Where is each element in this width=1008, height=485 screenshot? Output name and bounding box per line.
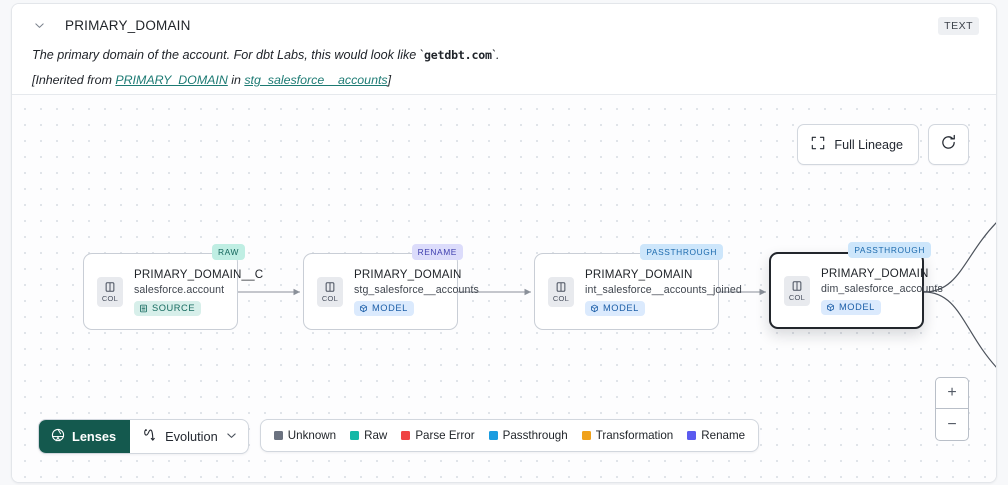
model-icon (591, 304, 598, 312)
inherited-suffix: ] (387, 73, 392, 87)
column-icon: COL (97, 276, 123, 307)
legend-swatch (687, 431, 697, 440)
legend-label: Raw (364, 429, 388, 442)
legend-swatch (350, 431, 360, 440)
column-chip-label: COL (101, 293, 119, 303)
inherited-from-note: [Inherited from PRIMARY_DOMAIN in stg_sa… (30, 72, 978, 88)
page-title: PRIMARY_DOMAIN (65, 17, 191, 33)
column-description: The primary domain of the account. For d… (30, 47, 978, 64)
lens-controls-group: Lenses Evolution (38, 419, 249, 454)
node-table-name: stg_salesforce__accounts (354, 283, 479, 296)
legend-label: Parse Error (415, 429, 475, 442)
node-column-name: PRIMARY_DOMAIN (585, 267, 693, 281)
legend-swatch (273, 431, 283, 440)
refresh-icon (940, 134, 957, 156)
legend-item: Parse Error (401, 429, 475, 442)
evolution-label: Evolution (165, 429, 218, 444)
lens-aperture-icon (51, 428, 65, 445)
node-body: PRIMARY_DOMAIN stg_salesforce__accounts … (354, 268, 491, 316)
header-title-row: PRIMARY_DOMAIN (30, 14, 978, 36)
node-kind-badge: MODEL (585, 300, 645, 316)
lineage-canvas[interactable]: RAW COL PRIMARY_DOMAIN__C salesforce.acc… (12, 94, 996, 482)
inherited-column-link[interactable]: PRIMARY_DOMAIN (115, 73, 228, 87)
node-tag: RENAME (411, 244, 463, 260)
node-kind-label: MODEL (839, 302, 875, 312)
legend-swatch (581, 431, 591, 440)
lineage-node[interactable]: RENAME COL PRIMARY_DOMAIN stg_salesforce… (303, 244, 479, 330)
inherited-prefix: [Inherited from (32, 73, 116, 87)
inherited-model-link[interactable]: stg_salesforce__accounts (244, 73, 388, 87)
legend-item: Raw (350, 429, 387, 442)
chevron-down-icon[interactable] (30, 16, 48, 34)
lineage-legend: Unknown Raw Parse Error Passthrough Tran… (259, 419, 760, 452)
node-body: PRIMARY_DOMAIN__C salesforce.account SOU… (134, 268, 275, 316)
column-chip-label: COL (321, 293, 339, 303)
description-code: getdbt.com (424, 48, 492, 62)
column-detail-panel: PRIMARY_DOMAIN TEXT The primary domain o… (11, 3, 997, 483)
legend-item: Passthrough (488, 429, 568, 442)
column-chip-label: COL (552, 293, 570, 303)
node-tag: RAW (211, 244, 245, 260)
node-tag: PASSTHROUGH (848, 242, 931, 258)
legend-swatch (401, 431, 411, 440)
legend-item: Unknown (273, 429, 337, 442)
zoom-controls: + − (935, 377, 969, 441)
node-kind-label: MODEL (603, 303, 639, 313)
status-badge: TEXT (938, 17, 979, 35)
full-lineage-button[interactable]: Full Lineage (797, 124, 919, 165)
node-kind-badge: MODEL (354, 300, 414, 316)
refresh-button[interactable] (928, 124, 969, 165)
node-column-name: PRIMARY_DOMAIN (821, 266, 929, 280)
description-text-pre: The primary domain of the account. For d… (32, 48, 424, 62)
legend-item: Transformation (581, 429, 674, 442)
lenses-label: Lenses (72, 429, 117, 444)
legend-label: Transformation (595, 429, 674, 442)
lenses-button[interactable]: Lenses (39, 420, 131, 453)
source-icon (140, 304, 147, 312)
column-chip-label: COL (788, 292, 806, 302)
model-icon (827, 303, 834, 311)
node-table-name: salesforce.account (134, 283, 225, 296)
bottom-toolbar: Lenses Evolution Unknown Raw (38, 419, 760, 454)
legend-label: Passthrough (502, 429, 568, 442)
lineage-node[interactable]: PASSTHROUGH COL PRIMARY_DOMAIN int_sales… (534, 244, 742, 330)
node-table-name: dim_salesforce_accounts (821, 282, 943, 295)
chevron-down-icon (226, 429, 237, 444)
legend-label: Unknown (287, 429, 337, 442)
legend-swatch (488, 431, 498, 440)
node-kind-label: SOURCE (152, 303, 196, 313)
canvas-toolbar: Full Lineage (797, 124, 969, 165)
panel-header: PRIMARY_DOMAIN TEXT The primary domain o… (12, 4, 996, 98)
expand-corners-icon (811, 136, 825, 153)
evolution-dropdown[interactable]: Evolution (130, 420, 248, 453)
lineage-edges (238, 222, 996, 368)
zoom-out-button[interactable]: − (947, 415, 957, 433)
lineage-node-selected[interactable]: PASSTHROUGH COL PRIMARY_DOMAIN dim_sales… (769, 242, 943, 329)
node-body: PRIMARY_DOMAIN dim_salesforce_accounts M… (821, 267, 955, 315)
node-tag: PASSTHROUGH (640, 244, 723, 260)
node-table-name: int_salesforce__accounts_joined (585, 283, 742, 296)
node-column-name: PRIMARY_DOMAIN__C (134, 267, 264, 281)
legend-label: Rename (701, 429, 746, 442)
zoom-in-button[interactable]: + (936, 378, 968, 409)
node-body: PRIMARY_DOMAIN int_salesforce__accounts_… (585, 268, 754, 316)
column-icon: COL (784, 275, 810, 306)
column-icon: COL (548, 276, 574, 307)
node-column-name: PRIMARY_DOMAIN (354, 267, 462, 281)
node-kind-label: MODEL (372, 303, 408, 313)
lineage-node[interactable]: RAW COL PRIMARY_DOMAIN__C salesforce.acc… (83, 244, 263, 330)
model-icon (360, 304, 367, 312)
inherited-middle: in (227, 73, 245, 87)
column-icon: COL (317, 276, 343, 307)
branch-flow-icon (142, 428, 157, 446)
full-lineage-label: Full Lineage (834, 137, 903, 152)
description-text-post: `. (491, 48, 500, 62)
node-kind-badge: SOURCE (134, 300, 202, 316)
legend-item: Rename (687, 429, 745, 442)
node-kind-badge: MODEL (821, 299, 881, 315)
